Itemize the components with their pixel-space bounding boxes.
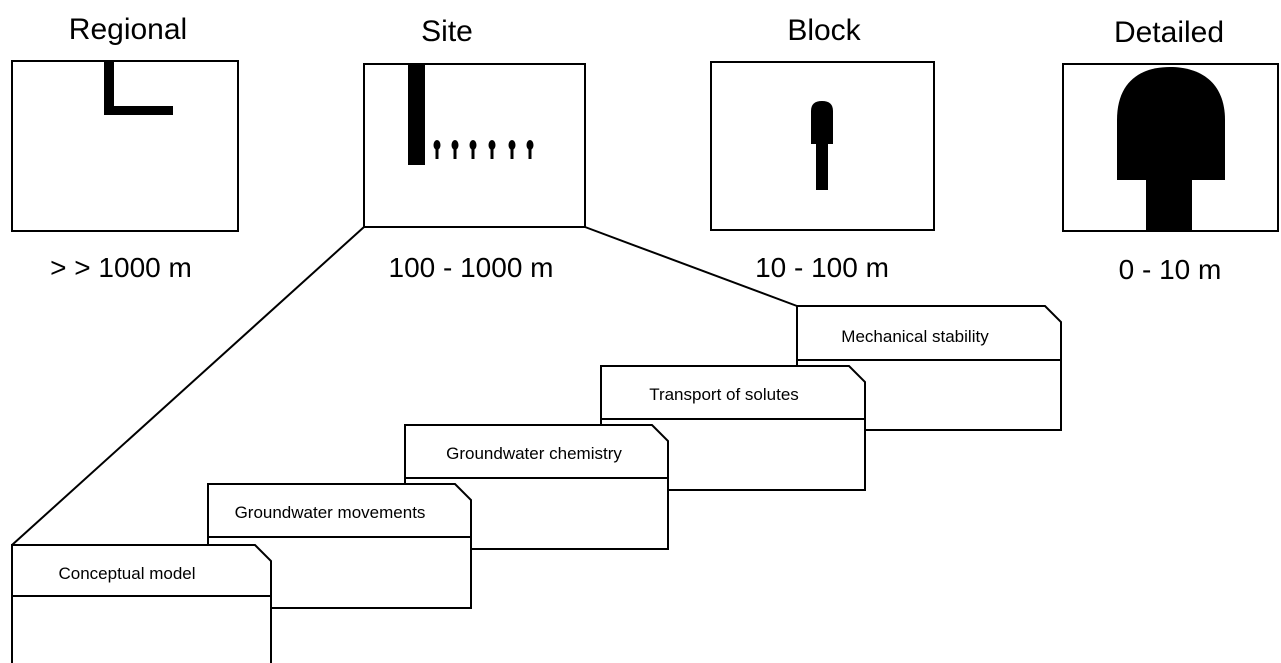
card-conceptual-model: Conceptual model xyxy=(11,544,272,663)
canister-shaft xyxy=(816,138,828,190)
canister-detail-base xyxy=(1146,175,1192,231)
deposition-holes xyxy=(433,140,534,159)
site-scale-box xyxy=(363,63,586,228)
canister-detail-head xyxy=(1117,67,1225,180)
card-groundwater-movements: Groundwater movements xyxy=(207,483,472,609)
zoom-line-left xyxy=(11,226,365,546)
card-title-groundwater-chemistry: Groundwater chemistry xyxy=(446,444,622,463)
scale-range-block: 10 - 100 m xyxy=(755,252,889,283)
scale-range-site: 100 - 1000 m xyxy=(389,252,554,283)
scale-title-site: Site xyxy=(421,15,473,48)
tunnel-plan-horizontal xyxy=(104,106,173,115)
card-title-groundwater-movements: Groundwater movements xyxy=(235,503,426,522)
regional-scale-box xyxy=(11,60,239,232)
zoom-line-right xyxy=(584,226,798,307)
scale-title-block: Block xyxy=(787,14,861,47)
card-title-conceptual-model: Conceptual model xyxy=(58,564,195,583)
canister-head xyxy=(811,101,833,144)
detailed-scale-box xyxy=(1062,63,1279,232)
block-scale-box xyxy=(710,61,935,231)
tunnel-plan-vertical xyxy=(104,62,114,115)
card-title-transport-of-solutes: Transport of solutes xyxy=(649,385,799,404)
access-shaft xyxy=(408,65,425,165)
scale-range-detailed: 0 - 10 m xyxy=(1119,254,1222,285)
scale-title-detailed: Detailed xyxy=(1114,16,1224,49)
card-title-mechanical-stability: Mechanical stability xyxy=(841,327,989,346)
scale-title-regional: Regional xyxy=(69,13,187,46)
scale-range-regional: > > 1000 m xyxy=(50,252,192,283)
